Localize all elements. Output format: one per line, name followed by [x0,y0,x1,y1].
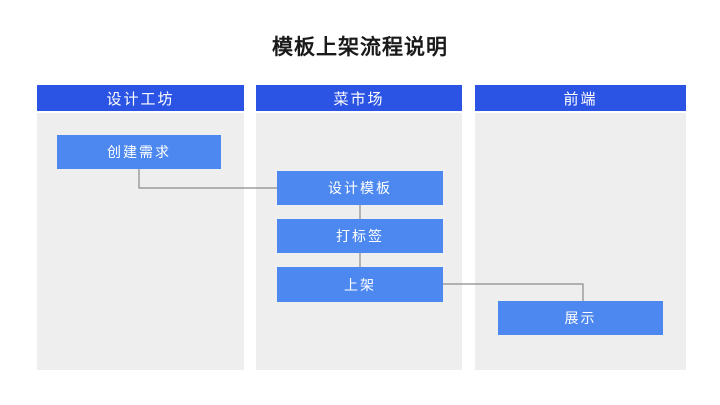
lane-header-frontend: 前端 [475,85,686,111]
flow-node-design-template: 设计模板 [277,171,443,205]
flow-node-publish: 上架 [277,267,443,302]
page-title: 模板上架流程说明 [272,36,448,59]
flow-node-display: 展示 [498,301,663,335]
flow-node-add-tag: 打标签 [277,219,443,253]
lane-header-design-workshop: 设计工坊 [37,85,244,111]
flow-node-create-requirement: 创建需求 [57,135,221,169]
lane-header-marketplace: 菜市场 [256,85,462,111]
